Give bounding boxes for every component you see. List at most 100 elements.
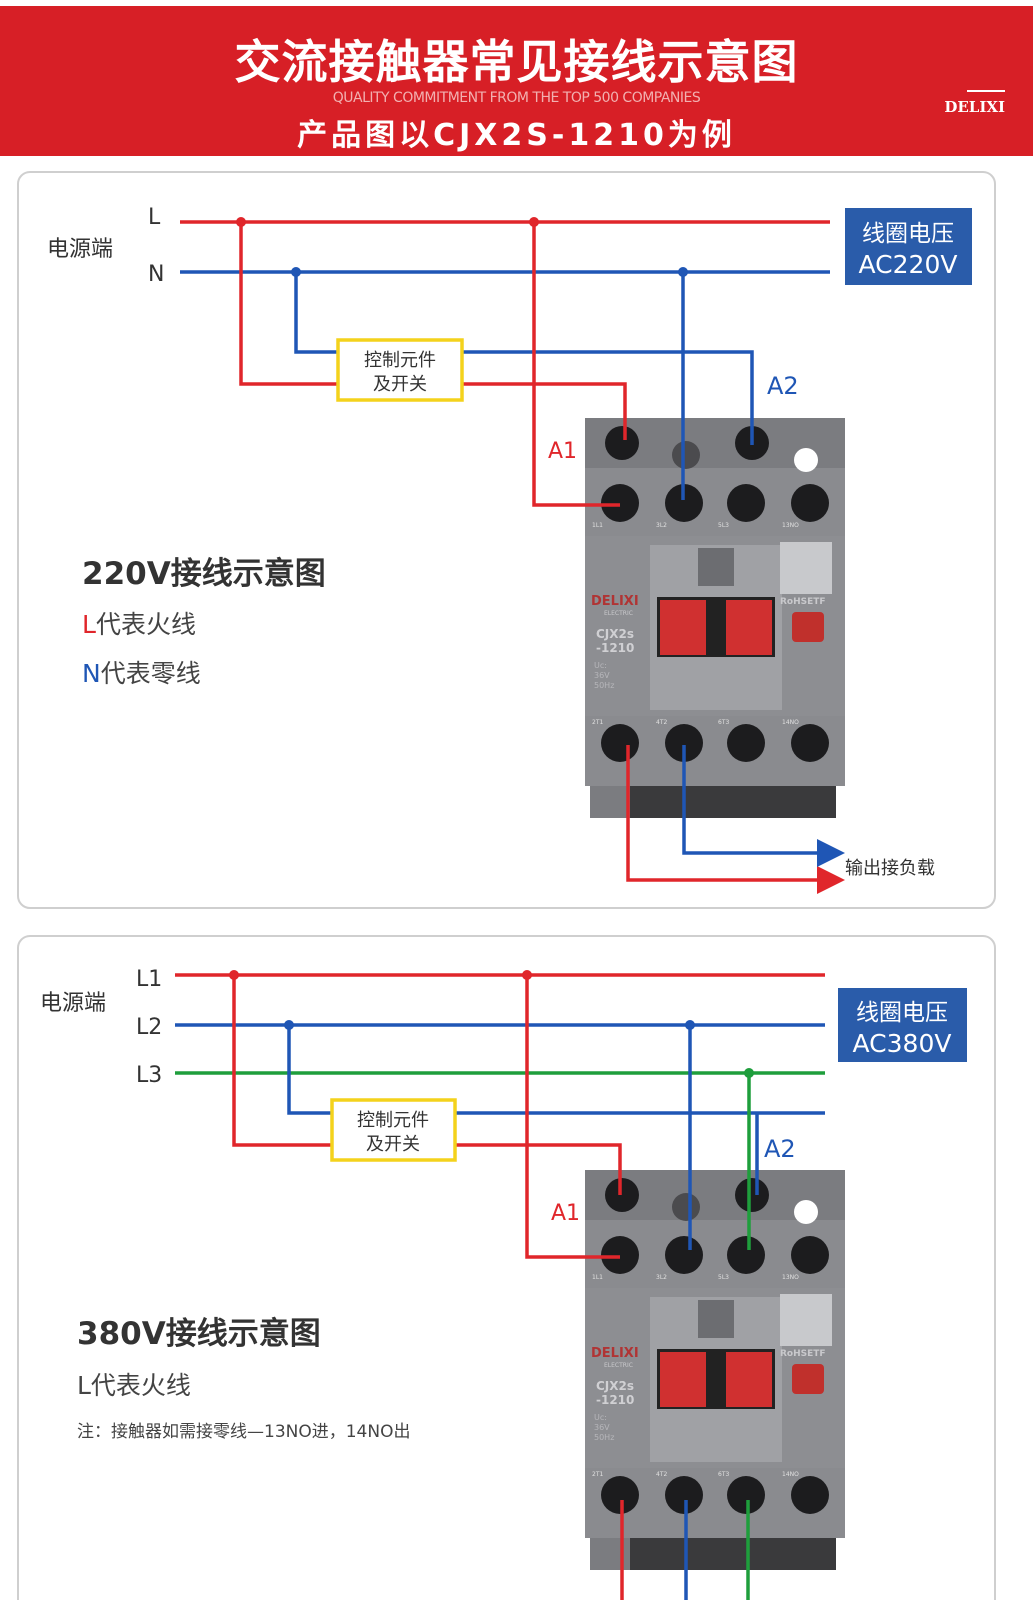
coil-terminal-a2 bbox=[735, 1178, 769, 1212]
line-label-L: L bbox=[148, 205, 161, 230]
wire-a2 bbox=[294, 272, 754, 445]
output-label: 输出接负载 bbox=[845, 858, 935, 879]
contactor-brand-sub: ELECTRIC bbox=[604, 1362, 633, 1369]
red-indicator-right bbox=[726, 1352, 772, 1407]
coil-terminal-a1 bbox=[605, 1178, 639, 1212]
contactor-image-380v: DELIXIELECTRICCJX2s-1210Uc:36V50HzRoHSET… bbox=[585, 1170, 845, 1570]
coil-screw bbox=[672, 441, 700, 469]
top-terminal-screw bbox=[665, 484, 703, 522]
control-label-1: 控制元件 bbox=[364, 350, 436, 371]
legend-l: L代表火线 bbox=[82, 610, 196, 639]
wire-4T2-out bbox=[682, 745, 845, 867]
contactor-brand: DELIXI bbox=[591, 594, 639, 609]
bottom-terminal-screw bbox=[665, 1476, 703, 1514]
contactor-image-220v: DELIXIELECTRICCJX2s-1210Uc:36V50HzRoHSET… bbox=[585, 418, 845, 818]
qr-code bbox=[780, 542, 832, 594]
red-indicator-left bbox=[660, 1352, 706, 1407]
red-indicator-left bbox=[660, 600, 706, 655]
wire-a1-control bbox=[232, 975, 622, 1195]
red-indicator-small bbox=[792, 1364, 824, 1394]
control-label-2: 及开关 bbox=[373, 374, 427, 395]
coil-voltage-value: AC220V bbox=[859, 250, 958, 279]
contactor-model-1: CJX2s bbox=[596, 627, 634, 641]
top-terminal-screw bbox=[727, 484, 765, 522]
bottom-terminal-screw bbox=[665, 724, 703, 762]
red-indicator-small bbox=[792, 612, 824, 642]
coil-voltage-box bbox=[845, 208, 972, 285]
wires-380v bbox=[175, 973, 825, 1600]
line-label-L3: L3 bbox=[136, 1063, 162, 1088]
top-terminal-label: 1L1 bbox=[592, 1274, 603, 1281]
top-terminal-label: 3L2 bbox=[656, 522, 667, 529]
bottom-terminal-label: 14NO bbox=[782, 1471, 799, 1478]
wire-a2 bbox=[287, 1025, 825, 1195]
header-subtitle: 产品图以CJX2S-1210为例 bbox=[297, 118, 736, 153]
coil-voltage-box bbox=[838, 988, 967, 1062]
contactor-cert: RoHSETF bbox=[780, 1349, 826, 1359]
contactor-model-2: -1210 bbox=[596, 1393, 634, 1407]
wires-220v bbox=[180, 220, 845, 894]
bottom-terminal-screw bbox=[727, 724, 765, 762]
bottom-terminal-label: 14NO bbox=[782, 719, 799, 726]
wire-a1-control bbox=[239, 222, 627, 440]
bottom-terminal-screw bbox=[601, 1476, 639, 1514]
bottom-terminal-label: 6T3 bbox=[718, 1471, 729, 1478]
armature-window bbox=[698, 1300, 734, 1338]
header-banner: 交流接触器常见接线示意图 QUALITY COMMITMENT FROM THE… bbox=[0, 6, 1033, 156]
line-label-N: N bbox=[148, 262, 164, 287]
a1-label: A1 bbox=[548, 439, 577, 464]
qr-code bbox=[780, 1294, 832, 1346]
bottom-terminal-screw bbox=[791, 724, 829, 762]
wire-1L1 bbox=[525, 975, 620, 1259]
armature-window bbox=[698, 548, 734, 586]
control-switch-box bbox=[330, 1098, 457, 1162]
top-terminal-screw bbox=[791, 484, 829, 522]
top-terminal-label: 5L3 bbox=[718, 522, 729, 529]
legend-l: L代表火线 bbox=[77, 1371, 191, 1400]
header-subtitle-en: QUALITY COMMITMENT FROM THE TOP 500 COMP… bbox=[332, 90, 701, 106]
contactor-spec: 36V bbox=[594, 671, 610, 680]
mount-hole bbox=[794, 1200, 818, 1224]
legend-n: N代表零线 bbox=[82, 659, 201, 688]
top-terminal-screw bbox=[727, 1236, 765, 1274]
control-label-2: 及开关 bbox=[366, 1134, 420, 1155]
diagram-title-220v: 220V接线示意图 bbox=[82, 556, 326, 592]
bottom-terminal-label: 2T1 bbox=[592, 1471, 603, 1478]
bottom-terminal-screw bbox=[791, 1476, 829, 1514]
contactor-spec: Uc: bbox=[594, 1413, 607, 1422]
contactor-brand: DELIXI bbox=[591, 1346, 639, 1361]
a1-label: A1 bbox=[551, 1201, 580, 1226]
red-indicator-right bbox=[726, 600, 772, 655]
coil-screw bbox=[672, 1193, 700, 1221]
brand-logo: DELIXI bbox=[944, 90, 1005, 116]
wire-1L1 bbox=[532, 222, 620, 507]
control-label-1: 控制元件 bbox=[357, 1110, 429, 1131]
control-switch-box bbox=[336, 338, 464, 402]
contactor-foot bbox=[590, 786, 630, 818]
top-terminal-label: 3L2 bbox=[656, 1274, 667, 1281]
bottom-terminal-label: 4T2 bbox=[656, 1471, 667, 1478]
contactor-foot bbox=[590, 1538, 630, 1570]
bottom-terminal-screw bbox=[727, 1476, 765, 1514]
contactor-model-2: -1210 bbox=[596, 641, 634, 655]
line-label-L2: L2 bbox=[136, 1015, 162, 1040]
line-label-L1: L1 bbox=[136, 967, 162, 992]
top-terminal-screw bbox=[601, 484, 639, 522]
coil-voltage-value: AC380V bbox=[853, 1029, 952, 1058]
a2-label: A2 bbox=[767, 372, 799, 400]
top-terminal-label: 1L1 bbox=[592, 522, 603, 529]
coil-terminal-a1 bbox=[605, 426, 639, 460]
bottom-terminal-label: 2T1 bbox=[592, 719, 603, 726]
contactor-spec: 50Hz bbox=[594, 1433, 614, 1442]
diagram-title-380v: 380V接线示意图 bbox=[77, 1316, 321, 1352]
contactor-spec: Uc: bbox=[594, 661, 607, 670]
page-title: 交流接触器常见接线示意图 bbox=[234, 35, 799, 89]
source-label: 电源端 bbox=[47, 237, 113, 262]
bottom-terminal-label: 6T3 bbox=[718, 719, 729, 726]
contactor-cert: RoHSETF bbox=[780, 597, 826, 607]
a2-label: A2 bbox=[764, 1135, 796, 1163]
top-terminal-label: 5L3 bbox=[718, 1274, 729, 1281]
bottom-terminal-label: 4T2 bbox=[656, 719, 667, 726]
contactor-model-1: CJX2s bbox=[596, 1379, 634, 1393]
